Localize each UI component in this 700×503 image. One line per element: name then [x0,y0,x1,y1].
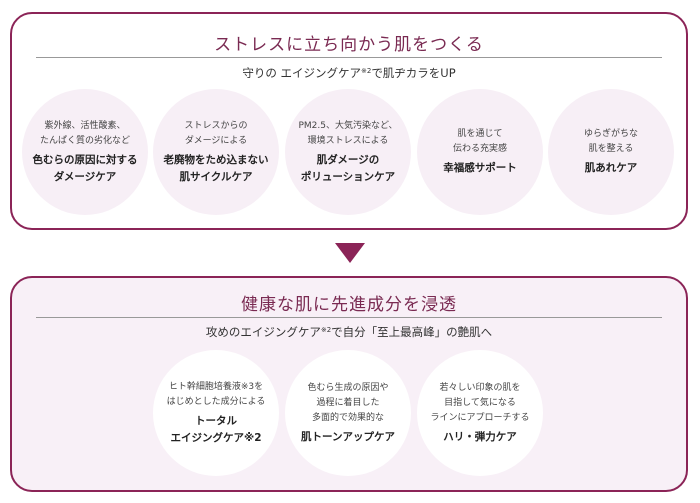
feature-name: 色むらの原因に対するダメージケア [33,152,138,186]
subtitle-text-end: で自分「至上最高峰」の艶肌へ [331,325,493,339]
feature-circle: ゆらぎがちな肌を整える肌あれケア [548,89,674,215]
feature-name-line: 色むらの原因に対する [32,153,138,166]
description-line: 肌を通じて [457,129,503,139]
feature-circle: 肌を通じて伝わる充実感幸福感サポート [417,89,543,215]
description-line: ストレスからの [184,120,248,131]
footnote-mark: ※2 [320,326,332,334]
description-line: はじめとした成分による [166,396,266,407]
subtitle-text: 攻めのエイジングケア [205,325,321,339]
description-line: 紫外線、活性酸素、 [44,120,126,131]
feature-description: ヒト幹細胞培養液※3をはじめとした成分による [167,380,266,410]
feature-name-line: 肌あれケア [584,162,638,174]
feature-name: 肌あれケア [585,160,638,177]
description-line: 環境ストレスによる [307,135,389,146]
description-line: 若々しい印象の肌を [439,382,521,393]
feature-name-line: 肌トーンアップケア [301,430,395,443]
feature-name-line: トータル [194,414,237,427]
feature-description: PM2.5、大気汚染など、環境ストレスによる [298,119,397,149]
feature-circle: 紫外線、活性酸素、たんぱく質の劣化など色むらの原因に対するダメージケア [22,89,148,215]
description-line: 過程に着目した [316,397,380,408]
feature-name: 肌ダメージのポリューションケア [301,152,395,186]
feature-name: 肌トーンアップケア [301,429,395,446]
feature-description: 紫外線、活性酸素、たんぱく質の劣化など [40,119,130,149]
description-line: 多面的で効果的な [311,412,384,423]
description-line: 目指して気になる [444,397,516,408]
defense-care-panel: ストレスに立ち向かう肌をつくる 守りの エイジングケア※2で肌ヂカラをUP 紫外… [10,12,688,230]
feature-circle: 色むら生成の原因や過程に着目した多面的で効果的な肌トーンアップケア [285,350,411,476]
feature-circle: 若々しい印象の肌を目指して気になるラインにアプローチするハリ・弾力ケア [417,350,543,476]
down-triangle-icon [335,243,365,263]
description-line: ゆらぎがちな [583,129,638,139]
panel-subtitle: 守りの エイジングケア※2で肌ヂカラをUP [12,65,686,81]
feature-name-line: ダメージケア [53,170,117,183]
footnote-mark: ※2 [360,67,372,75]
feature-circle: ヒト幹細胞培養液※3をはじめとした成分によるトータルエイジングケア※2 [153,350,279,476]
feature-name-line: ポリューションケア [300,170,396,183]
panel-title: ストレスに立ち向かう肌をつくる [214,35,484,55]
feature-name-line: ハリ・弾力ケア [443,430,517,443]
feature-name: 幸福感サポート [443,160,517,177]
feature-name: ハリ・弾力ケア [443,429,517,446]
feature-description: ゆらぎがちな肌を整える [584,127,638,157]
feature-name: トータルエイジングケア※2 [170,413,261,447]
description-line: 伝わる充実感 [452,144,507,154]
subtitle-text: 守りの エイジングケア [242,66,361,80]
description-line: ヒト幹細胞培養液※3を [168,381,264,392]
feature-description: 若々しい印象の肌を目指して気になるラインにアプローチする [430,381,529,426]
description-line: たんぱく質の劣化など [39,135,130,146]
feature-name: 老廃物をため込まない肌サイクルケア [164,152,269,186]
feature-description: ストレスからのダメージによる [184,119,247,149]
feature-circle: PM2.5、大気汚染など、環境ストレスによる肌ダメージのポリューションケア [285,89,411,215]
divider [36,57,662,58]
feature-circle: ストレスからのダメージによる老廃物をため込まない肌サイクルケア [153,89,279,215]
feature-name-line: 老廃物をため込まない [163,153,269,166]
subtitle-text-end: で肌ヂカラをUP [371,66,456,80]
description-line: 肌を整える [588,144,634,154]
panel-subtitle: 攻めのエイジングケア※2で自分「至上最高峰」の艶肌へ [12,324,686,340]
feature-description: 色むら生成の原因や過程に着目した多面的で効果的な [307,381,388,426]
feature-name-line: 肌サイクルケア [179,170,253,183]
feature-name-line: 幸福感サポート [443,162,517,174]
divider [36,317,662,318]
feature-name-line: エイジングケア※2 [170,431,262,444]
offense-care-panel: 健康な肌に先進成分を浸透 攻めのエイジングケア※2で自分「至上最高峰」の艶肌へ … [10,276,688,492]
description-line: PM2.5、大気汚染など、 [298,120,398,131]
feature-description: 肌を通じて伝わる充実感 [453,127,507,157]
description-line: ラインにアプローチする [430,412,530,423]
panel-title: 健康な肌に先進成分を浸透 [241,295,457,315]
feature-name-line: 肌ダメージの [316,153,380,166]
description-line: ダメージによる [184,135,248,146]
description-line: 色むら生成の原因や [307,382,389,393]
